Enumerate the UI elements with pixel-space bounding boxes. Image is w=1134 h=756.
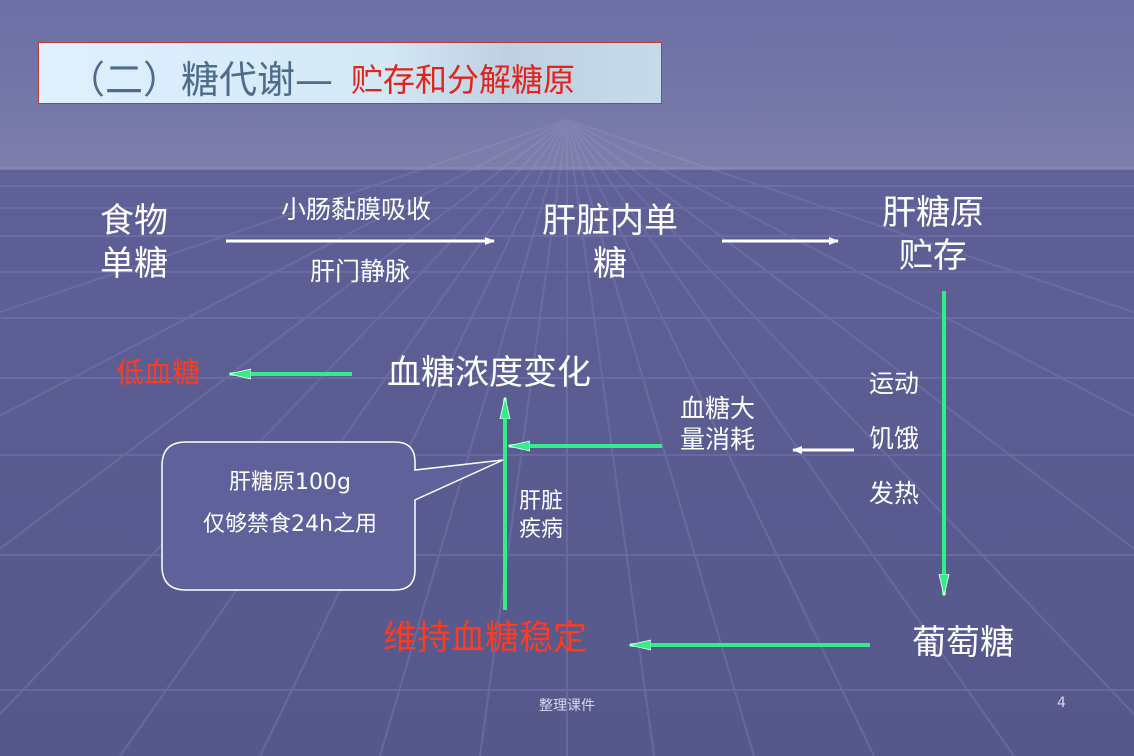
node-food-line2: 单糖 [100,243,168,284]
node-liver-mono-line1: 肝脏内单 [542,201,678,241]
node-low-sugar: 低血糖 [116,356,201,389]
title-highlight: 贮存和分解糖原 [351,61,576,99]
node-liver-mono: 肝脏内单 糖 [535,200,685,285]
node-food-line1: 食物 [100,201,168,241]
node-glycogen-line2: 贮存 [899,235,967,276]
node-consume-line2: 量消耗 [680,425,756,455]
label-liver: 肝脏 [519,489,564,514]
title-banner: （二）糖代谢— 贮存和分解糖原 [38,42,662,104]
node-food: 食物 单糖 [100,200,168,285]
label-liver-disease: 肝脏 疾病 [519,488,563,543]
node-glycogen-line1: 肝糖原 [882,193,984,233]
label-hunger: 饥饿 [869,424,920,453]
callout-line1: 肝糖原100g [229,470,351,495]
node-liver-mono-line2: 糖 [593,243,627,284]
footer-center: 整理课件 [539,698,595,714]
label-fever: 发热 [869,479,920,508]
label-disease: 疾病 [519,516,564,542]
node-consume-line1: 血糖大 [680,394,756,423]
label-portal: 肝门静脉 [310,257,411,286]
node-glucose: 葡萄糖 [912,623,1014,663]
callout-bubble [161,441,504,591]
node-glycogen: 肝糖原 贮存 [882,192,984,277]
title-main: （二）糖代谢— [67,58,334,102]
label-exercise: 运动 [869,369,920,398]
page-number: 4 [1057,695,1066,711]
callout-line2: 仅够禁食24h之用 [203,511,377,537]
label-absorb: 小肠黏膜吸收 [281,195,432,224]
callout-text: 肝糖原100g 仅够禁食24h之用 [160,462,420,546]
node-consume: 血糖大 量消耗 [680,393,755,456]
node-bg-change: 血糖浓度变化 [387,353,591,393]
node-maintain: 维持血糖稳定 [383,618,587,658]
